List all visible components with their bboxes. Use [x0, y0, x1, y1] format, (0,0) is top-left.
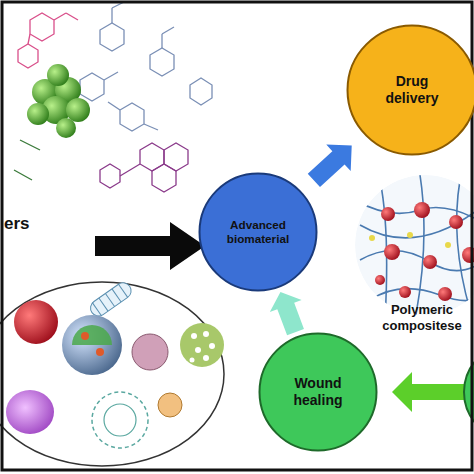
nanoparticle-cluster	[27, 64, 90, 138]
circle-shape	[260, 334, 377, 451]
node-label: Drug delivery	[372, 73, 452, 107]
polymer-network	[355, 175, 474, 320]
process-arrow	[95, 222, 205, 270]
chemical-structures	[14, 2, 212, 192]
topic-circle: Advanced biomaterial	[198, 172, 318, 292]
circle-shape	[200, 174, 317, 291]
flow-arrow	[392, 372, 466, 412]
topic-circle: Wound healing	[258, 332, 378, 452]
figure-label: Polymeric compositese	[370, 302, 474, 333]
topic-circle: Drug delivery	[346, 24, 474, 156]
node-label: Wound healing	[278, 375, 358, 409]
block-arrow	[270, 292, 304, 335]
group-label: ers	[4, 214, 44, 234]
block-arrow	[308, 145, 352, 188]
nanomaterial-oval	[0, 280, 224, 466]
circle-shape	[348, 26, 474, 155]
node-label: Advanced biomaterial	[208, 218, 308, 246]
